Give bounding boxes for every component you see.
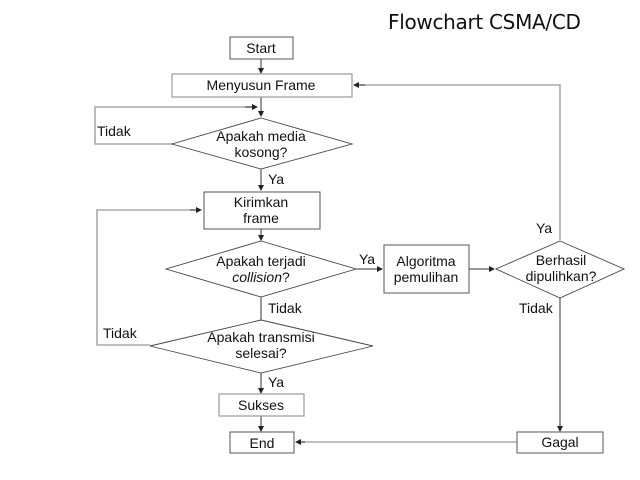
collision-italic: collision — [232, 269, 282, 285]
decision-media-line1: Apakah media — [216, 128, 306, 144]
decision-transmisi-line2: selesai? — [235, 345, 287, 361]
decision-media-kosong: Apakah media kosong? — [170, 117, 354, 170]
branch-labels: Tidak Ya Ya Tidak Tidak Ya Ya Tidak — [97, 123, 554, 390]
node-gagal: Gagal — [516, 431, 604, 454]
node-end-label: End — [250, 435, 275, 451]
loop-media-tidak — [94, 106, 255, 145]
label-media-ya: Ya — [268, 171, 284, 187]
label-berhasil-tidak: Tidak — [519, 300, 554, 316]
flowchart-title: Flowchart CSMA/CD — [388, 10, 581, 34]
decision-transmisi-line1: Apakah transmisi — [207, 329, 314, 345]
node-algoritma-line1: Algoritma — [396, 253, 455, 269]
loop-berhasil-ya — [360, 84, 561, 240]
decision-media-line2: kosong? — [235, 144, 288, 160]
label-berhasil-ya: Ya — [536, 220, 552, 236]
node-gagal-label: Gagal — [541, 434, 578, 450]
node-kirim-line1: Kirimkan — [234, 194, 288, 210]
decision-berhasil-line1: Berhasil — [536, 252, 587, 268]
connectors — [94, 59, 563, 445]
decision-berhasil-dipulihkan: Berhasil dipulihkan? — [494, 240, 626, 299]
node-menyusun-label: Menyusun Frame — [207, 77, 316, 93]
node-kirimkan-frame: Kirimkan frame — [203, 191, 321, 230]
decision-berhasil-line2: dipulihkan? — [526, 268, 597, 284]
label-media-tidak: Tidak — [97, 123, 132, 139]
node-algoritma-line2: pemulihan — [394, 269, 459, 285]
node-start: Start — [229, 36, 294, 60]
label-transmisi-ya: Ya — [268, 374, 284, 390]
node-algoritma-pemulihan: Algoritma pemulihan — [383, 244, 470, 294]
decision-collision: Apakah terjadi collision? — [164, 240, 358, 298]
decision-transmisi-selesai: Apakah transmisi selesai? — [149, 319, 374, 374]
node-sukses-label: Sukses — [238, 397, 284, 413]
node-menyusun-frame: Menyusun Frame — [171, 73, 353, 98]
node-sukses: Sukses — [218, 393, 305, 417]
loop-transmisi-tidak — [96, 209, 195, 346]
collision-qmark: ? — [282, 269, 290, 285]
label-transmisi-tidak: Tidak — [103, 325, 138, 341]
label-collision-tidak: Tidak — [268, 300, 303, 316]
node-end: End — [229, 431, 295, 454]
node-kirim-line2: frame — [243, 210, 279, 226]
decision-collision-line2: collision? — [232, 269, 290, 285]
label-collision-ya: Ya — [359, 251, 375, 267]
decision-collision-line1: Apakah terjadi — [216, 253, 306, 269]
node-start-label: Start — [246, 40, 276, 56]
